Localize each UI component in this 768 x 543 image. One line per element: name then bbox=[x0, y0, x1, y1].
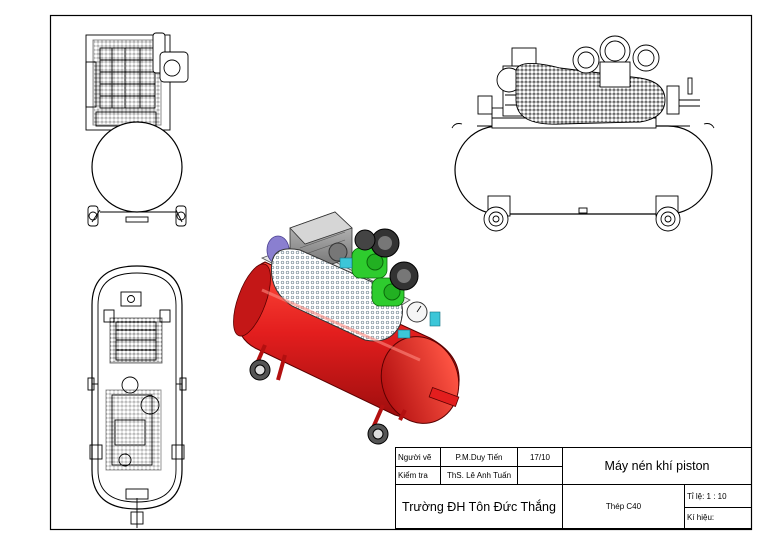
title-block: Người vẽ P.M.Duy Tiến 17/10 Máy nén khí … bbox=[395, 446, 753, 530]
side-view bbox=[85, 32, 189, 227]
drawing-title: Máy nén khí piston bbox=[561, 446, 753, 486]
drawing-date: 17/10 bbox=[517, 446, 563, 468]
checked-date-cell bbox=[517, 466, 563, 486]
drawn-by-name: P.M.Duy Tiến bbox=[440, 446, 518, 468]
material: Thép C40 bbox=[562, 484, 685, 529]
checked-by-label: Kiểm tra bbox=[395, 466, 441, 486]
isometric-view bbox=[233, 211, 460, 445]
scale: Tỉ lệ: 1 : 10 bbox=[683, 484, 753, 508]
top-view bbox=[87, 265, 187, 528]
drawn-by-label: Người vẽ bbox=[395, 446, 441, 468]
sheet-border bbox=[49, 14, 753, 531]
school-name: Trường ĐH Tôn Đức Thắng bbox=[395, 484, 563, 529]
front-view bbox=[451, 35, 715, 232]
symbol: Kí hiệu: bbox=[683, 506, 753, 530]
checked-by-name: ThS. Lê Anh Tuấn bbox=[440, 466, 518, 486]
